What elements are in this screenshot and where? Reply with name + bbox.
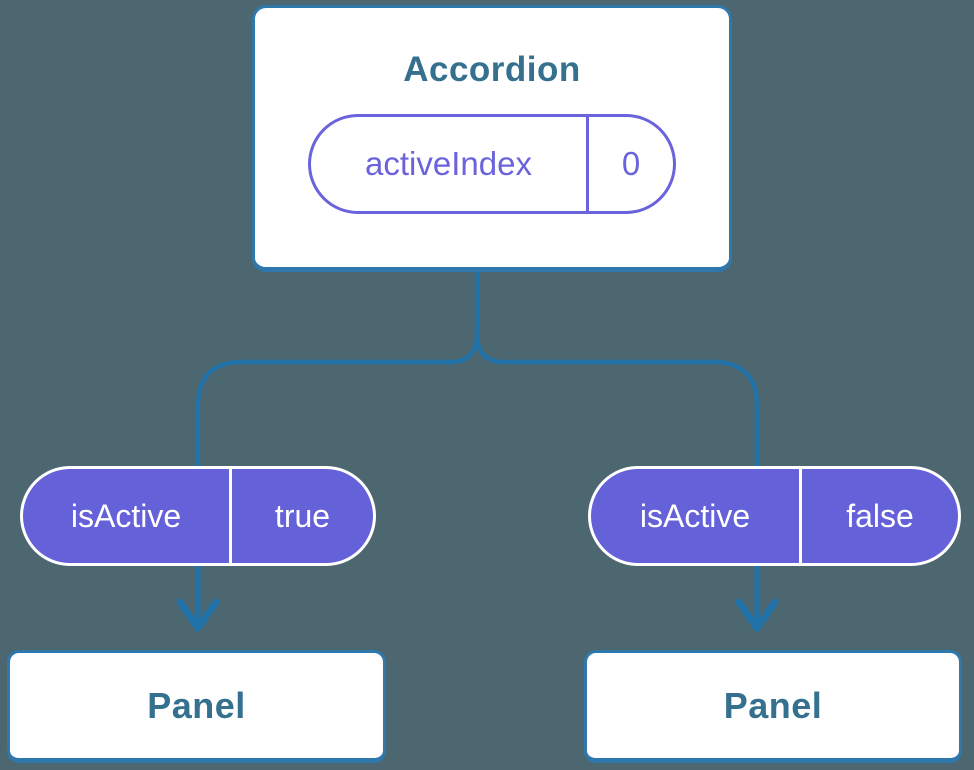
component-title: Panel xyxy=(723,684,823,726)
prop-pill-label: isActive xyxy=(70,497,182,534)
component-title: Accordion xyxy=(403,50,581,89)
panel-card: Panel xyxy=(7,650,386,763)
panel-card: Panel xyxy=(584,650,962,763)
pill-divider xyxy=(586,117,589,211)
state-pill-value: 0 xyxy=(621,145,641,182)
accordion-card: Accordion activeIndex 0 xyxy=(252,5,732,272)
pill-divider xyxy=(799,469,802,563)
prop-pill: isActive true xyxy=(20,466,376,566)
connector-branch-right xyxy=(474,331,760,471)
component-title: Panel xyxy=(147,684,246,726)
pill-divider xyxy=(229,469,232,563)
prop-pill-value: true xyxy=(274,497,331,534)
state-pill-label: activeIndex xyxy=(365,145,532,182)
prop-pill: isActive false xyxy=(588,466,961,566)
arrow-down-icon xyxy=(176,563,220,632)
arrow-down-icon xyxy=(735,563,779,632)
state-pill: activeIndex 0 xyxy=(308,114,676,214)
connector-branch-left xyxy=(195,331,480,471)
prop-pill-label: isActive xyxy=(639,497,751,534)
prop-pill-value: false xyxy=(846,497,914,534)
